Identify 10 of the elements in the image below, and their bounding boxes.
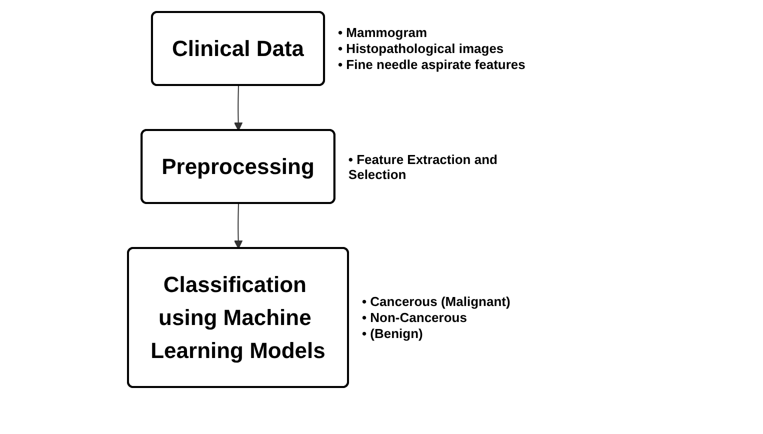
bullet-item: • Cancerous (Malignant) (362, 294, 510, 309)
bullet-item: • Fine needle aspirate features (338, 57, 526, 72)
node-text: Classification using Machine Learning Models (150, 272, 326, 363)
arrow (234, 203, 243, 249)
bullet-item: • Non-Cancerous (362, 310, 468, 325)
bullet-item: • Feature Extraction and Selection (348, 152, 498, 182)
arrow (234, 85, 243, 131)
bullet-item: • (Benign) (362, 326, 424, 341)
bullet-item: • Mammogram (338, 25, 428, 40)
bullet-item: • Histopathological images (338, 41, 505, 56)
